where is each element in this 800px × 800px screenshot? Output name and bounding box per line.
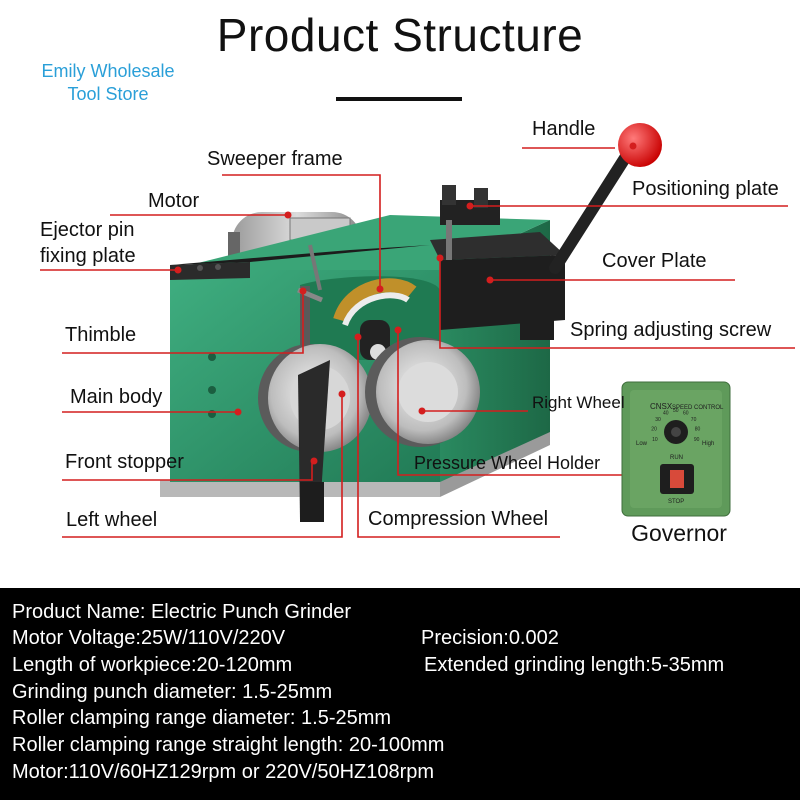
- leader-dot-positioning-plate: [466, 202, 474, 210]
- leader-thimble: [62, 292, 304, 354]
- leader-pressure-holder: [397, 330, 628, 476]
- label-thimble: Thimble: [65, 324, 137, 346]
- title-underline: [336, 97, 462, 101]
- governor-tick: 90: [694, 437, 700, 443]
- positioning-plate: [440, 185, 500, 260]
- leader-dot-main-body: [234, 408, 242, 416]
- label-ejector-pin: Ejector pin: [40, 219, 135, 241]
- leader-dot-sweeper-frame: [376, 285, 384, 293]
- store-name-line1: Emily Wholesale: [41, 61, 175, 81]
- governor-tick: 20: [651, 427, 657, 433]
- label-sweeper-frame: Sweeper frame: [207, 148, 343, 170]
- leader-dot-cover-plate: [486, 276, 494, 284]
- spec-extended-grinding: Extended grinding length:5-35mm: [424, 654, 725, 676]
- leader-dot-pressure-holder: [394, 326, 402, 334]
- leader-dot-compression-wheel: [354, 333, 362, 341]
- leader-dot-handle: [629, 142, 637, 150]
- label-front-stopper: Front stopper: [65, 451, 184, 473]
- leader-dot-right-wheel: [418, 407, 426, 415]
- leader-spring-screw: [439, 258, 795, 349]
- governor-high: High: [702, 441, 714, 447]
- label-handle: Handle: [532, 118, 596, 140]
- spec-punch-diameter: Grinding punch diameter: 1.5-25mm: [12, 681, 333, 703]
- ejector-plate: [170, 245, 430, 280]
- spec-workpiece-length: Length of workpiece:20-120mm: [12, 654, 293, 676]
- store-name-line2: Tool Store: [67, 84, 149, 104]
- spec-motor-voltage: Motor Voltage:25W/110V/220V: [12, 627, 286, 649]
- label-pressure-wheel-holder: Pressure Wheel Holder: [414, 453, 601, 473]
- leader-dot-spring-screw: [436, 254, 444, 262]
- label-positioning-plate: Positioning plate: [632, 178, 779, 200]
- governor-stop: STOP: [668, 499, 684, 505]
- governor-tick: 70: [691, 417, 697, 423]
- leader-compression-wheel: [357, 337, 560, 538]
- right-wheel: [365, 337, 480, 447]
- sweeper-frame: [333, 278, 417, 360]
- label-main-body: Main body: [70, 386, 163, 408]
- label-spring-adjusting-screw: Spring adjusting screw: [570, 319, 772, 341]
- spec-precision: Precision:0.002: [421, 627, 559, 649]
- leader-left-wheel: [62, 394, 343, 538]
- label-left-wheel: Left wheel: [66, 509, 158, 531]
- spec-motor-speed: Motor:110V/60HZ129rpm or 220V/50HZ108rpm: [12, 761, 435, 783]
- label-cover-plate: Cover Plate: [602, 250, 707, 272]
- governor-brand: CNSX: [650, 402, 673, 411]
- page-title: Product Structure: [216, 9, 584, 61]
- handle: [549, 123, 662, 274]
- governor-title: SPEED CONTROL: [672, 405, 724, 411]
- leader-dot-thimble: [299, 287, 307, 295]
- governor-low: Low: [636, 441, 648, 447]
- spec-roller-clamping-diameter: Roller clamping range diameter: 1.5-25mm: [12, 707, 392, 729]
- leader-front-stopper: [62, 463, 313, 481]
- governor-tick: 30: [655, 417, 661, 423]
- governor-run: RUN: [670, 455, 683, 461]
- label-fixing-plate: fixing plate: [40, 245, 136, 267]
- leader-lines: [40, 142, 795, 538]
- label-compression-wheel: Compression Wheel: [368, 508, 549, 530]
- spec-product-name: Product Name: Electric Punch Grinder: [12, 601, 352, 623]
- label-motor: Motor: [148, 190, 200, 212]
- store-name: Emily Wholesale Tool Store: [20, 60, 196, 106]
- cover-plate: [430, 232, 565, 340]
- spec-roller-clamping-length: Roller clamping range straight length: 2…: [12, 734, 445, 756]
- governor-tick: 50: [673, 408, 679, 414]
- label-right-wheel: Right Wheel: [532, 393, 625, 412]
- specs-panel: Product Name: Electric Punch Grinder Mot…: [0, 588, 800, 800]
- leader-dot-ejector: [174, 266, 182, 274]
- governor-tick: 60: [683, 410, 689, 416]
- governor-tick: 80: [695, 427, 701, 433]
- governor-tick: 10: [652, 437, 658, 443]
- leader-dot-left-wheel: [338, 390, 346, 398]
- label-governor: Governor: [631, 520, 727, 546]
- governor-box: [621, 381, 731, 517]
- machine-illustration: CNSX SPEED CONTROL Low High RUN STOP 10 2…: [40, 123, 795, 538]
- governor-tick: 40: [663, 410, 669, 416]
- leader-dot-motor: [284, 211, 292, 219]
- leader-dot-front-stopper: [310, 457, 318, 465]
- leader-sweeper-frame: [222, 174, 381, 287]
